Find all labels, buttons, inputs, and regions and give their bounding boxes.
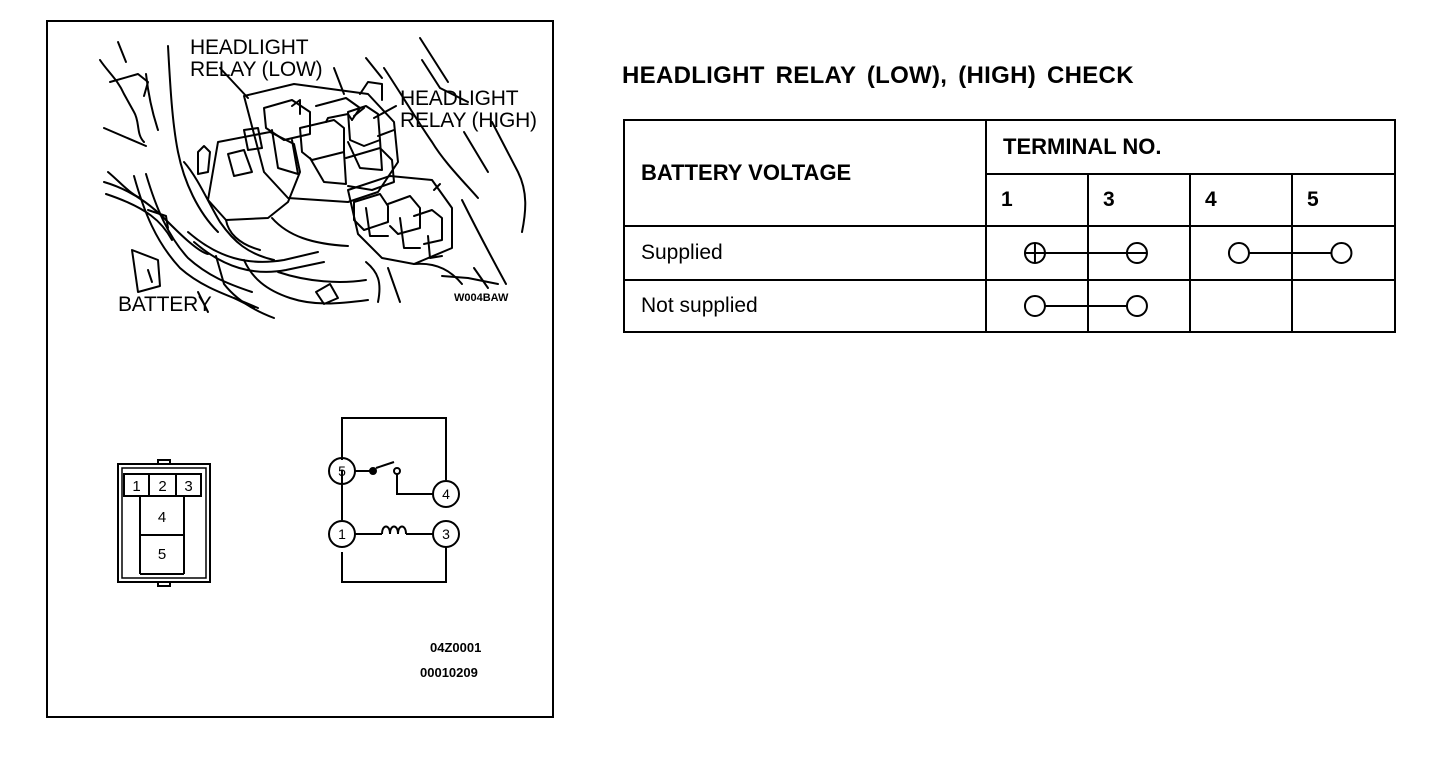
relay-check-table: BATTERY VOLTAGE TERMINAL NO. 1 3 4 5 Sup…	[623, 119, 1396, 333]
connector-pin-4: 4	[158, 509, 166, 526]
figure-panel: 1 2 3 4 5 5 4	[46, 20, 554, 718]
cell-supplied-3	[1087, 225, 1191, 281]
terminal-col-3: 3	[1087, 173, 1191, 227]
label-headlight-relay-low-line1: HEADLIGHT	[190, 36, 309, 59]
label-battery: BATTERY	[118, 293, 212, 316]
connector-pin-1: 1	[132, 478, 140, 495]
cell-supplied-5	[1291, 225, 1396, 281]
cell-not-supplied-1	[985, 279, 1089, 333]
figure-code-2: 00010209	[420, 665, 478, 680]
schematic-terminal-4: 4	[442, 486, 450, 502]
cell-not-supplied-4	[1189, 279, 1293, 333]
terminal-col-4: 4	[1189, 173, 1293, 227]
relay-schematic	[328, 417, 460, 583]
terminal-col-5: 5	[1291, 173, 1396, 227]
photo-code: W004BAW	[454, 292, 509, 304]
connector-pin-3: 3	[184, 478, 192, 495]
cell-supplied-4	[1189, 225, 1293, 281]
cell-not-supplied-3	[1087, 279, 1191, 333]
schematic-terminal-5: 5	[338, 463, 346, 479]
connector-pin-2: 2	[158, 478, 166, 495]
schematic-terminal-1: 1	[338, 526, 346, 542]
terminal-col-1: 1	[985, 173, 1089, 227]
connector-pin-5: 5	[158, 546, 166, 563]
engine-bay-illustration: 1 2 3 4 5 5 4	[99, 37, 527, 587]
row-label-supplied: Supplied	[623, 225, 987, 281]
label-headlight-relay-high-line2: RELAY (HIGH)	[400, 109, 537, 132]
row-label-not-supplied: Not supplied	[623, 279, 987, 333]
cell-not-supplied-5	[1291, 279, 1396, 333]
label-headlight-relay-low-line2: RELAY (LOW)	[190, 58, 323, 81]
figure-code-1: 04Z0001	[430, 640, 482, 655]
cell-supplied-1	[985, 225, 1089, 281]
label-headlight-relay-high-line1: HEADLIGHT	[400, 87, 519, 110]
header-battery-voltage: BATTERY VOLTAGE	[623, 119, 987, 227]
schematic-terminal-3: 3	[442, 526, 450, 542]
page-title: HEADLIGHT RELAY (LOW), (HIGH) CHECK	[622, 62, 1134, 89]
header-terminal-no: TERMINAL NO.	[985, 119, 1396, 175]
